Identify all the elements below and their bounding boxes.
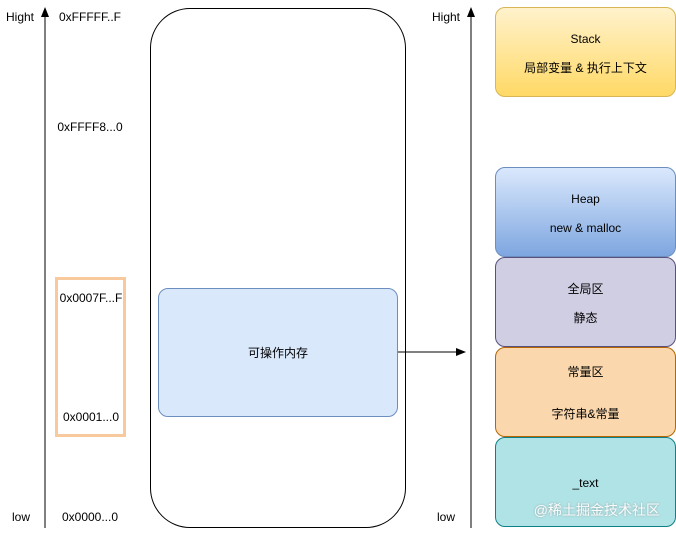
- address-bottom: 0x0000...0: [61, 510, 119, 524]
- stack-desc: 局部变量 & 执行上下文: [524, 61, 647, 75]
- global-desc: 静态: [573, 311, 598, 325]
- right-axis-high-label: Hight: [432, 10, 461, 24]
- operable-memory-block: 可操作内存: [158, 288, 398, 417]
- operable-memory-label: 可操作内存: [247, 345, 308, 360]
- left-axis-high-label: Hight: [6, 10, 35, 24]
- address-space-outline: [150, 8, 406, 528]
- heap-segment: Heap new & malloc: [495, 167, 676, 257]
- text-segment: _text: [495, 437, 676, 527]
- const-segment: 常量区 字符串&常量: [495, 347, 676, 437]
- global-segment: 全局区 静态: [495, 257, 676, 347]
- watermark: @稀土掘金技术社区: [533, 502, 660, 518]
- address-top: 0xFFFFF..F: [59, 10, 121, 24]
- const-title: 常量区: [567, 365, 604, 379]
- text-title: _text: [572, 476, 599, 490]
- heap-title: Heap: [571, 192, 600, 206]
- right-axis-low-label: low: [437, 510, 456, 524]
- address-range-start: 0x0007F...F: [59, 291, 123, 305]
- stack-segment: Stack 局部变量 & 执行上下文: [495, 7, 676, 97]
- left-axis-low-label: low: [12, 510, 31, 524]
- const-desc: 字符串&常量: [551, 407, 620, 421]
- stack-title: Stack: [570, 32, 601, 46]
- global-title: 全局区: [567, 282, 604, 296]
- address-range-highlight: 0x0007F...F 0x0001...0: [55, 277, 126, 437]
- heap-desc: new & malloc: [549, 221, 622, 235]
- address-upper: 0xFFFF8...0: [57, 120, 123, 134]
- address-range-end: 0x0001...0: [62, 410, 120, 424]
